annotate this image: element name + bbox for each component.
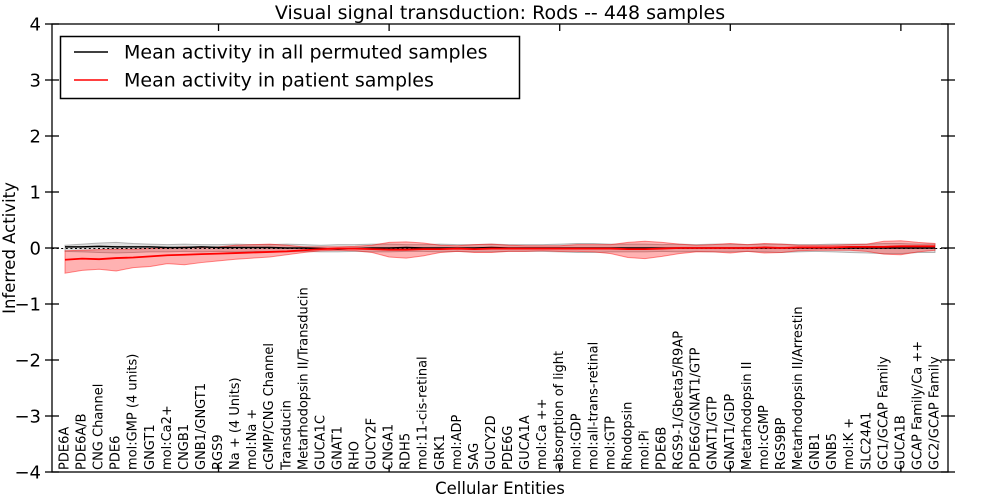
x-category-label: Transducin [279,400,294,471]
x-category-label: PDE6B [655,427,670,470]
x-category-label: absorption of light [552,351,567,470]
x-category-label: mol:Pi [638,430,653,470]
x-category-label: GUCA1B [893,415,908,470]
x-category-label: GUCY2F [365,418,380,470]
x-category-label: GC1/GCAP Family [876,356,891,470]
x-category-label: GNB1 [808,433,823,470]
x-category-label: Metarhodopsin II/Arrestin [791,306,806,470]
legend-label-patient: Mean activity in patient samples [124,70,434,92]
x-category-label: PDE6A/B [75,413,90,470]
patient-mean-line [64,245,935,261]
x-category-label: Metarhodopsin II/Transducin [296,287,311,470]
x-category-label: mol:all-trans-retinal [586,342,601,470]
x-category-label: RGS9 [211,434,226,470]
x-category-label: cGMP/CNG Channel [262,343,277,470]
x-category-label: GNAT1 [330,426,345,470]
x-category-label: mol:Na + [245,409,260,470]
y-tick-label: −4 [14,463,41,484]
x-category-label: GNB1/GNGT1 [194,383,209,470]
y-tick-label: −2 [14,351,41,372]
x-category-label: mol:11-cis-retinal [416,356,431,470]
x-category-label: GNB5 [825,433,840,470]
y-tick-label: 3 [30,71,41,92]
x-category-label: RGS9BP [774,417,789,470]
x-category-label: Rhodopsin [620,402,635,470]
x-category-label: SLC24A1 [859,412,874,470]
x-category-label: mol:Ca2+ [160,405,175,470]
x-category-label: mol:GDP [569,413,584,470]
y-tick-label: −1 [14,295,41,316]
x-category-label: RHO [348,441,363,470]
x-category-label: PDE6G [501,426,516,470]
x-category-label: CNGB1 [177,424,192,470]
x-category-label: mol:cGMP [757,405,772,470]
chart-title: Visual signal transduction: Rods -- 448 … [275,2,725,24]
x-category-label: PDE6G/GNAT1/GTP [689,347,704,470]
legend-box [59,35,521,100]
legend-label-permuted: Mean activity in all permuted samples [124,42,487,64]
x-category-label: GNAT1/GDP [723,394,738,470]
x-category-label: Na + (4 Units) [228,377,243,470]
x-category-label: GUCA1A [518,415,533,470]
y-tick-label: 0 [30,239,41,260]
x-category-label: mol:K + [842,418,857,470]
x-category-label: GC2/GCAP Family [928,356,943,470]
x-category-label: GUCA1C [313,415,328,470]
y-tick-label: 2 [30,127,41,148]
x-category-label: mol:Ca ++ [535,398,550,470]
y-tick-label: −3 [14,407,41,428]
x-category-label: CNG Channel [92,384,107,470]
x-category-label: GCAP Family/Ca ++ [910,341,925,470]
y-tick-label: 1 [30,183,41,204]
x-category-label: PDE6 [109,436,124,470]
x-category-label: GNAT1/GTP [706,396,721,470]
x-category-label: mol:GMP (4 units) [126,354,141,470]
x-category-label: GUCY2D [484,415,499,470]
y-axis-label: Inferred Activity [0,182,19,314]
x-category-label: mol:ADP [450,414,465,470]
x-category-label: GRK1 [433,434,448,470]
x-category-label: GNGT1 [143,424,158,470]
legend: Mean activity in all permuted samples Me… [59,35,521,100]
x-axis-label: Cellular Entities [435,479,565,498]
x-category-label: PDE6A [58,427,73,470]
x-category-label: CNGA1 [382,424,397,470]
x-category-label: Metarhodopsin II [740,362,755,470]
y-tick-label: 4 [30,15,41,36]
x-category-label: SAG [467,443,482,470]
x-category-label: mol:GTP [603,416,618,470]
x-category-label: RDH5 [399,433,414,470]
x-category-label: RGS9-1/Gbeta5/R9AP [672,331,687,470]
